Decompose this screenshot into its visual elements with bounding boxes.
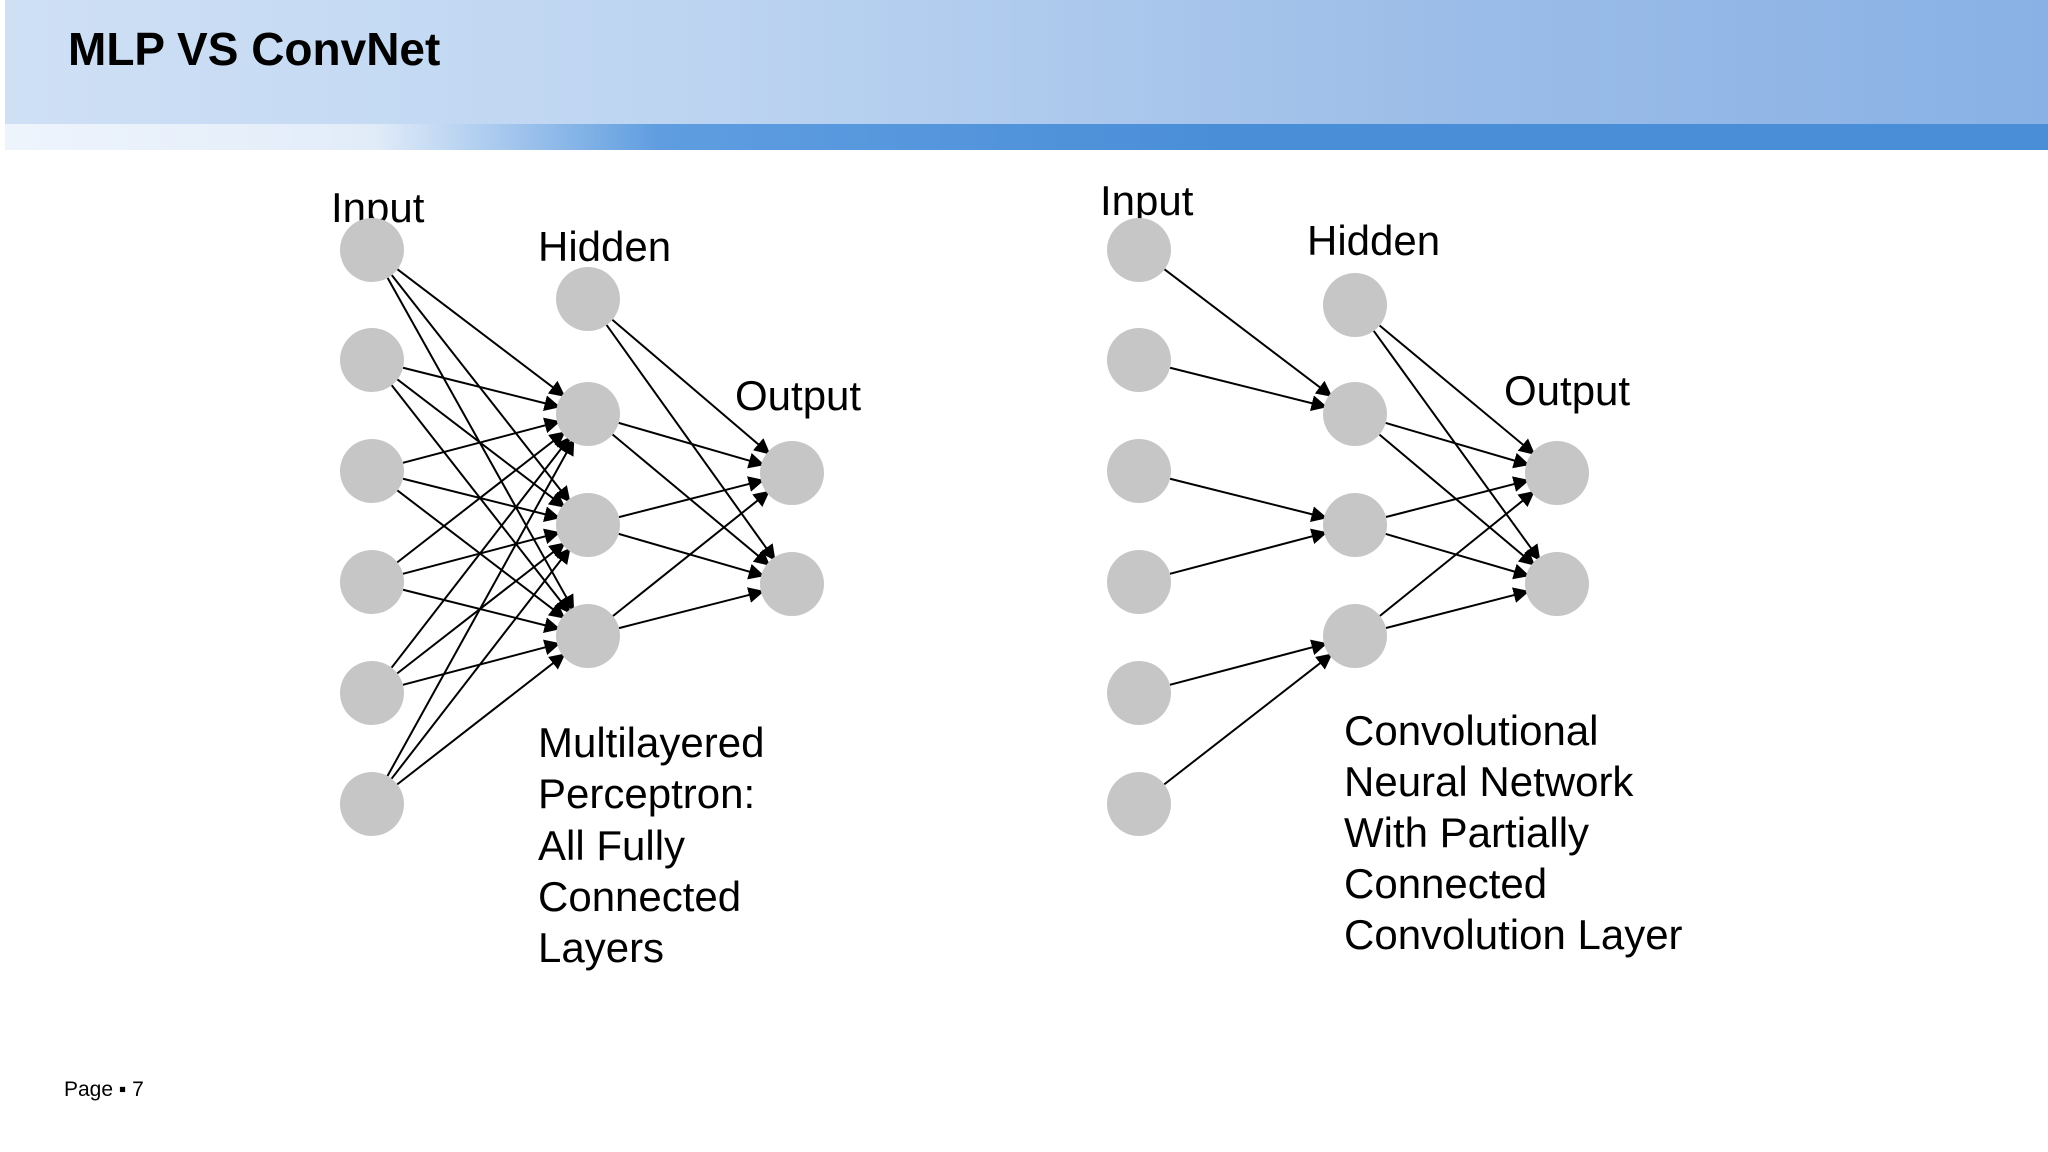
cnn-caption-line-5: Convolution Layer <box>1344 911 1683 958</box>
mlp-input-node-5 <box>340 661 404 725</box>
cnn-connection <box>1169 366 1328 411</box>
cnn-connection <box>1385 587 1530 629</box>
mlp-edges <box>386 268 776 786</box>
mlp-caption-line-2: Perceptron: <box>538 770 755 817</box>
mlp-input-node-3 <box>340 439 404 503</box>
mlp-hidden-node-3 <box>556 493 620 557</box>
mlp-connection <box>611 319 771 455</box>
cnn-caption-line-2: Neural Network <box>1344 758 1634 805</box>
mlp-input-node-6 <box>340 772 404 836</box>
cnn-input-node-1 <box>1107 218 1171 282</box>
mlp-connection <box>618 476 765 519</box>
cnn-diagram: Input Hidden Output Convolutional Neural… <box>1100 177 1683 958</box>
mlp-connection <box>618 421 765 469</box>
mlp-input-node-2 <box>340 328 404 392</box>
cnn-hidden-node-4 <box>1323 604 1387 668</box>
mlp-input-node-1 <box>340 218 404 282</box>
mlp-connection <box>605 324 776 561</box>
cnn-connection <box>1169 639 1328 686</box>
mlp-connection <box>386 438 575 777</box>
mlp-hidden-node-1 <box>556 267 620 331</box>
mlp-connection <box>390 436 571 669</box>
cnn-caption-line-3: With Partially <box>1344 809 1589 856</box>
cnn-input-node-4 <box>1107 550 1171 614</box>
cnn-output-label: Output <box>1504 367 1630 414</box>
mlp-caption-line-5: Layers <box>538 924 664 971</box>
cnn-input-node-5 <box>1107 661 1171 725</box>
cnn-input-label: Input <box>1100 177 1194 224</box>
mlp-connection <box>390 274 571 503</box>
cnn-output-node-1 <box>1525 441 1589 505</box>
mlp-hidden-node-4 <box>556 604 620 668</box>
mlp-connection <box>612 490 770 617</box>
cnn-caption: Convolutional Neural Network With Partia… <box>1344 707 1683 958</box>
cnn-connection <box>1385 476 1530 518</box>
mlp-hidden-label: Hidden <box>538 223 671 270</box>
cnn-edges <box>1163 268 1541 786</box>
mlp-hidden-node-2 <box>556 382 620 446</box>
mlp-connection <box>390 547 571 780</box>
mlp-connection <box>396 653 566 786</box>
slide-title: MLP VS ConvNet <box>68 23 441 75</box>
cnn-caption-line-4: Connected <box>1344 860 1547 907</box>
cnn-hidden-node-1 <box>1323 273 1387 337</box>
mlp-output-node-1 <box>760 441 824 505</box>
cnn-hidden-node-2 <box>1323 382 1387 446</box>
cnn-connection <box>1372 330 1541 561</box>
mlp-caption: Multilayered Perceptron: All Fully Conne… <box>538 719 776 971</box>
page-number: Page ▪ 7 <box>64 1078 144 1101</box>
cnn-caption-line-1: Convolutional <box>1344 707 1599 754</box>
mlp-caption-line-3: All Fully <box>538 822 685 869</box>
cnn-input-node-6 <box>1107 772 1171 836</box>
cnn-connection <box>1163 268 1333 397</box>
cnn-connection <box>1163 653 1333 786</box>
mlp-output-node-2 <box>760 552 824 616</box>
mlp-connection <box>402 366 561 411</box>
cnn-input-node-2 <box>1107 328 1171 392</box>
cnn-connection <box>1169 528 1328 575</box>
cnn-connection <box>1378 324 1536 455</box>
cnn-connection <box>1385 422 1530 469</box>
mlp-connection <box>396 268 566 397</box>
cnn-nodes <box>1107 218 1589 836</box>
cnn-input-node-3 <box>1107 439 1171 503</box>
cnn-connection <box>1379 490 1535 617</box>
mlp-connection <box>396 431 566 564</box>
header-stripe <box>5 124 2048 150</box>
mlp-output-label: Output <box>735 372 861 419</box>
mlp-connection <box>618 587 765 630</box>
cnn-hidden-node-3 <box>1323 493 1387 557</box>
cnn-connection <box>1169 477 1328 522</box>
mlp-nodes <box>340 218 824 836</box>
mlp-connection <box>402 417 561 464</box>
cnn-output-node-2 <box>1525 552 1589 616</box>
mlp-caption-line-4: Connected <box>538 873 741 920</box>
mlp-input-node-4 <box>340 550 404 614</box>
mlp-caption-line-1: Multilayered <box>538 719 764 766</box>
cnn-hidden-label: Hidden <box>1307 217 1440 264</box>
mlp-diagram: Input Hidden Output Multilayered Percept… <box>331 184 861 971</box>
